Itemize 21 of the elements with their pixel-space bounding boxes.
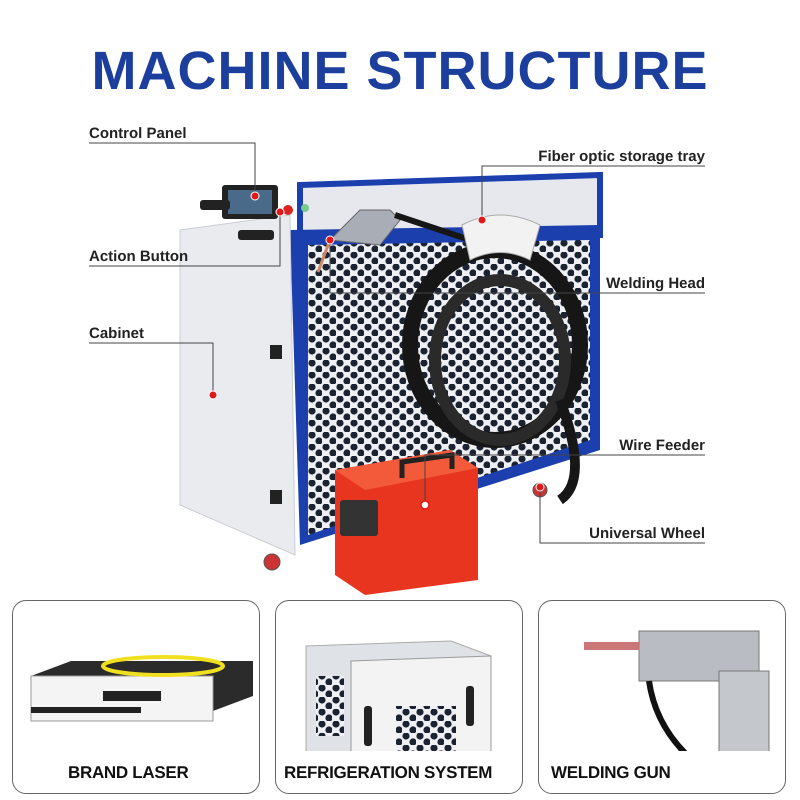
product-card	[538, 600, 786, 794]
leader-line	[88, 342, 218, 400]
leader-line	[536, 482, 706, 544]
card-caption: WELDING GUN	[551, 763, 670, 783]
callout-label: Action Button	[89, 248, 188, 266]
callout-label: Control Panel	[89, 125, 187, 143]
callout-label: Universal Wheel	[589, 525, 705, 543]
leader-line	[88, 142, 260, 200]
card-caption: BRAND LASER	[68, 763, 188, 783]
callout-label: Fiber optic storage tray	[538, 148, 705, 166]
page-title: MACHINE STRUCTURE	[90, 40, 710, 102]
leader-line	[88, 208, 284, 266]
callout-label: Wire Feeder	[619, 437, 705, 455]
product-card	[12, 600, 260, 794]
callout-label: Welding Head	[606, 275, 705, 293]
leader-line	[478, 166, 706, 224]
leader-line	[420, 454, 706, 510]
leader-line	[326, 236, 706, 294]
callout-label: Cabinet	[89, 325, 144, 343]
product-card	[275, 600, 523, 794]
card-caption: REFRIGERATION SYSTEM	[284, 763, 492, 783]
